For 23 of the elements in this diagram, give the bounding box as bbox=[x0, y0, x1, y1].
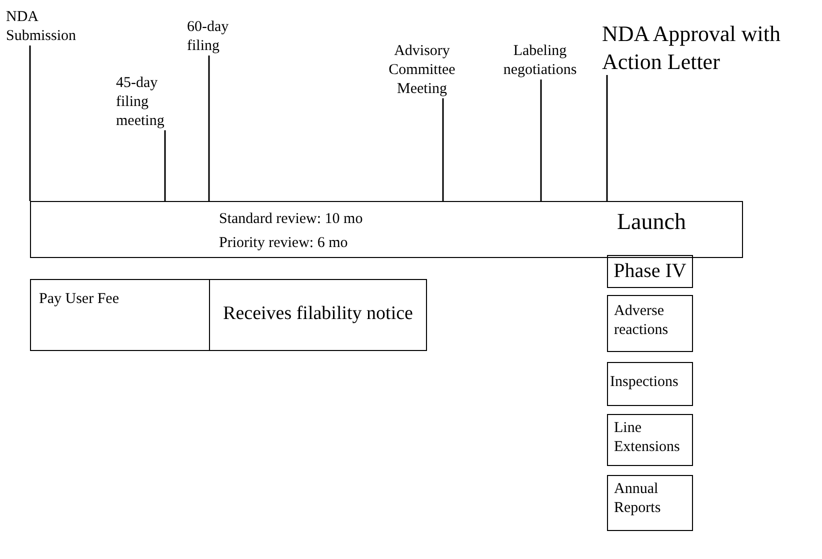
milestone-label: Advisory Committee Meeting bbox=[374, 42, 470, 98]
leader-line bbox=[164, 130, 166, 201]
leader-line bbox=[29, 46, 31, 201]
task-box: Annual Reports bbox=[607, 475, 693, 531]
milestone-label: 60-day filing bbox=[187, 18, 249, 56]
leader-line bbox=[606, 75, 608, 201]
milestone-label: Labeling negotiations bbox=[486, 42, 594, 80]
milestone-label: 45-day filing meeting bbox=[116, 74, 186, 130]
task-box: Phase IV bbox=[607, 255, 693, 288]
task-box: Line Extensions bbox=[607, 414, 693, 466]
task-box: Receives filability notice bbox=[209, 279, 427, 351]
timeline-bar bbox=[30, 201, 743, 258]
task-box: Adverse reactions bbox=[607, 295, 693, 352]
review-duration-text: Priority review: 6 mo bbox=[219, 234, 348, 253]
phase-label: Launch bbox=[617, 208, 686, 236]
review-duration-text: Standard review: 10 mo bbox=[219, 210, 363, 229]
leader-line bbox=[442, 98, 444, 201]
leader-line bbox=[540, 80, 542, 201]
milestone-label: NDA Approval with Action Letter bbox=[602, 20, 820, 75]
milestone-label: NDA Submission bbox=[6, 8, 106, 46]
leader-line bbox=[208, 56, 210, 201]
task-box: Inspections bbox=[607, 362, 693, 406]
task-box: Pay User Fee bbox=[30, 279, 210, 351]
